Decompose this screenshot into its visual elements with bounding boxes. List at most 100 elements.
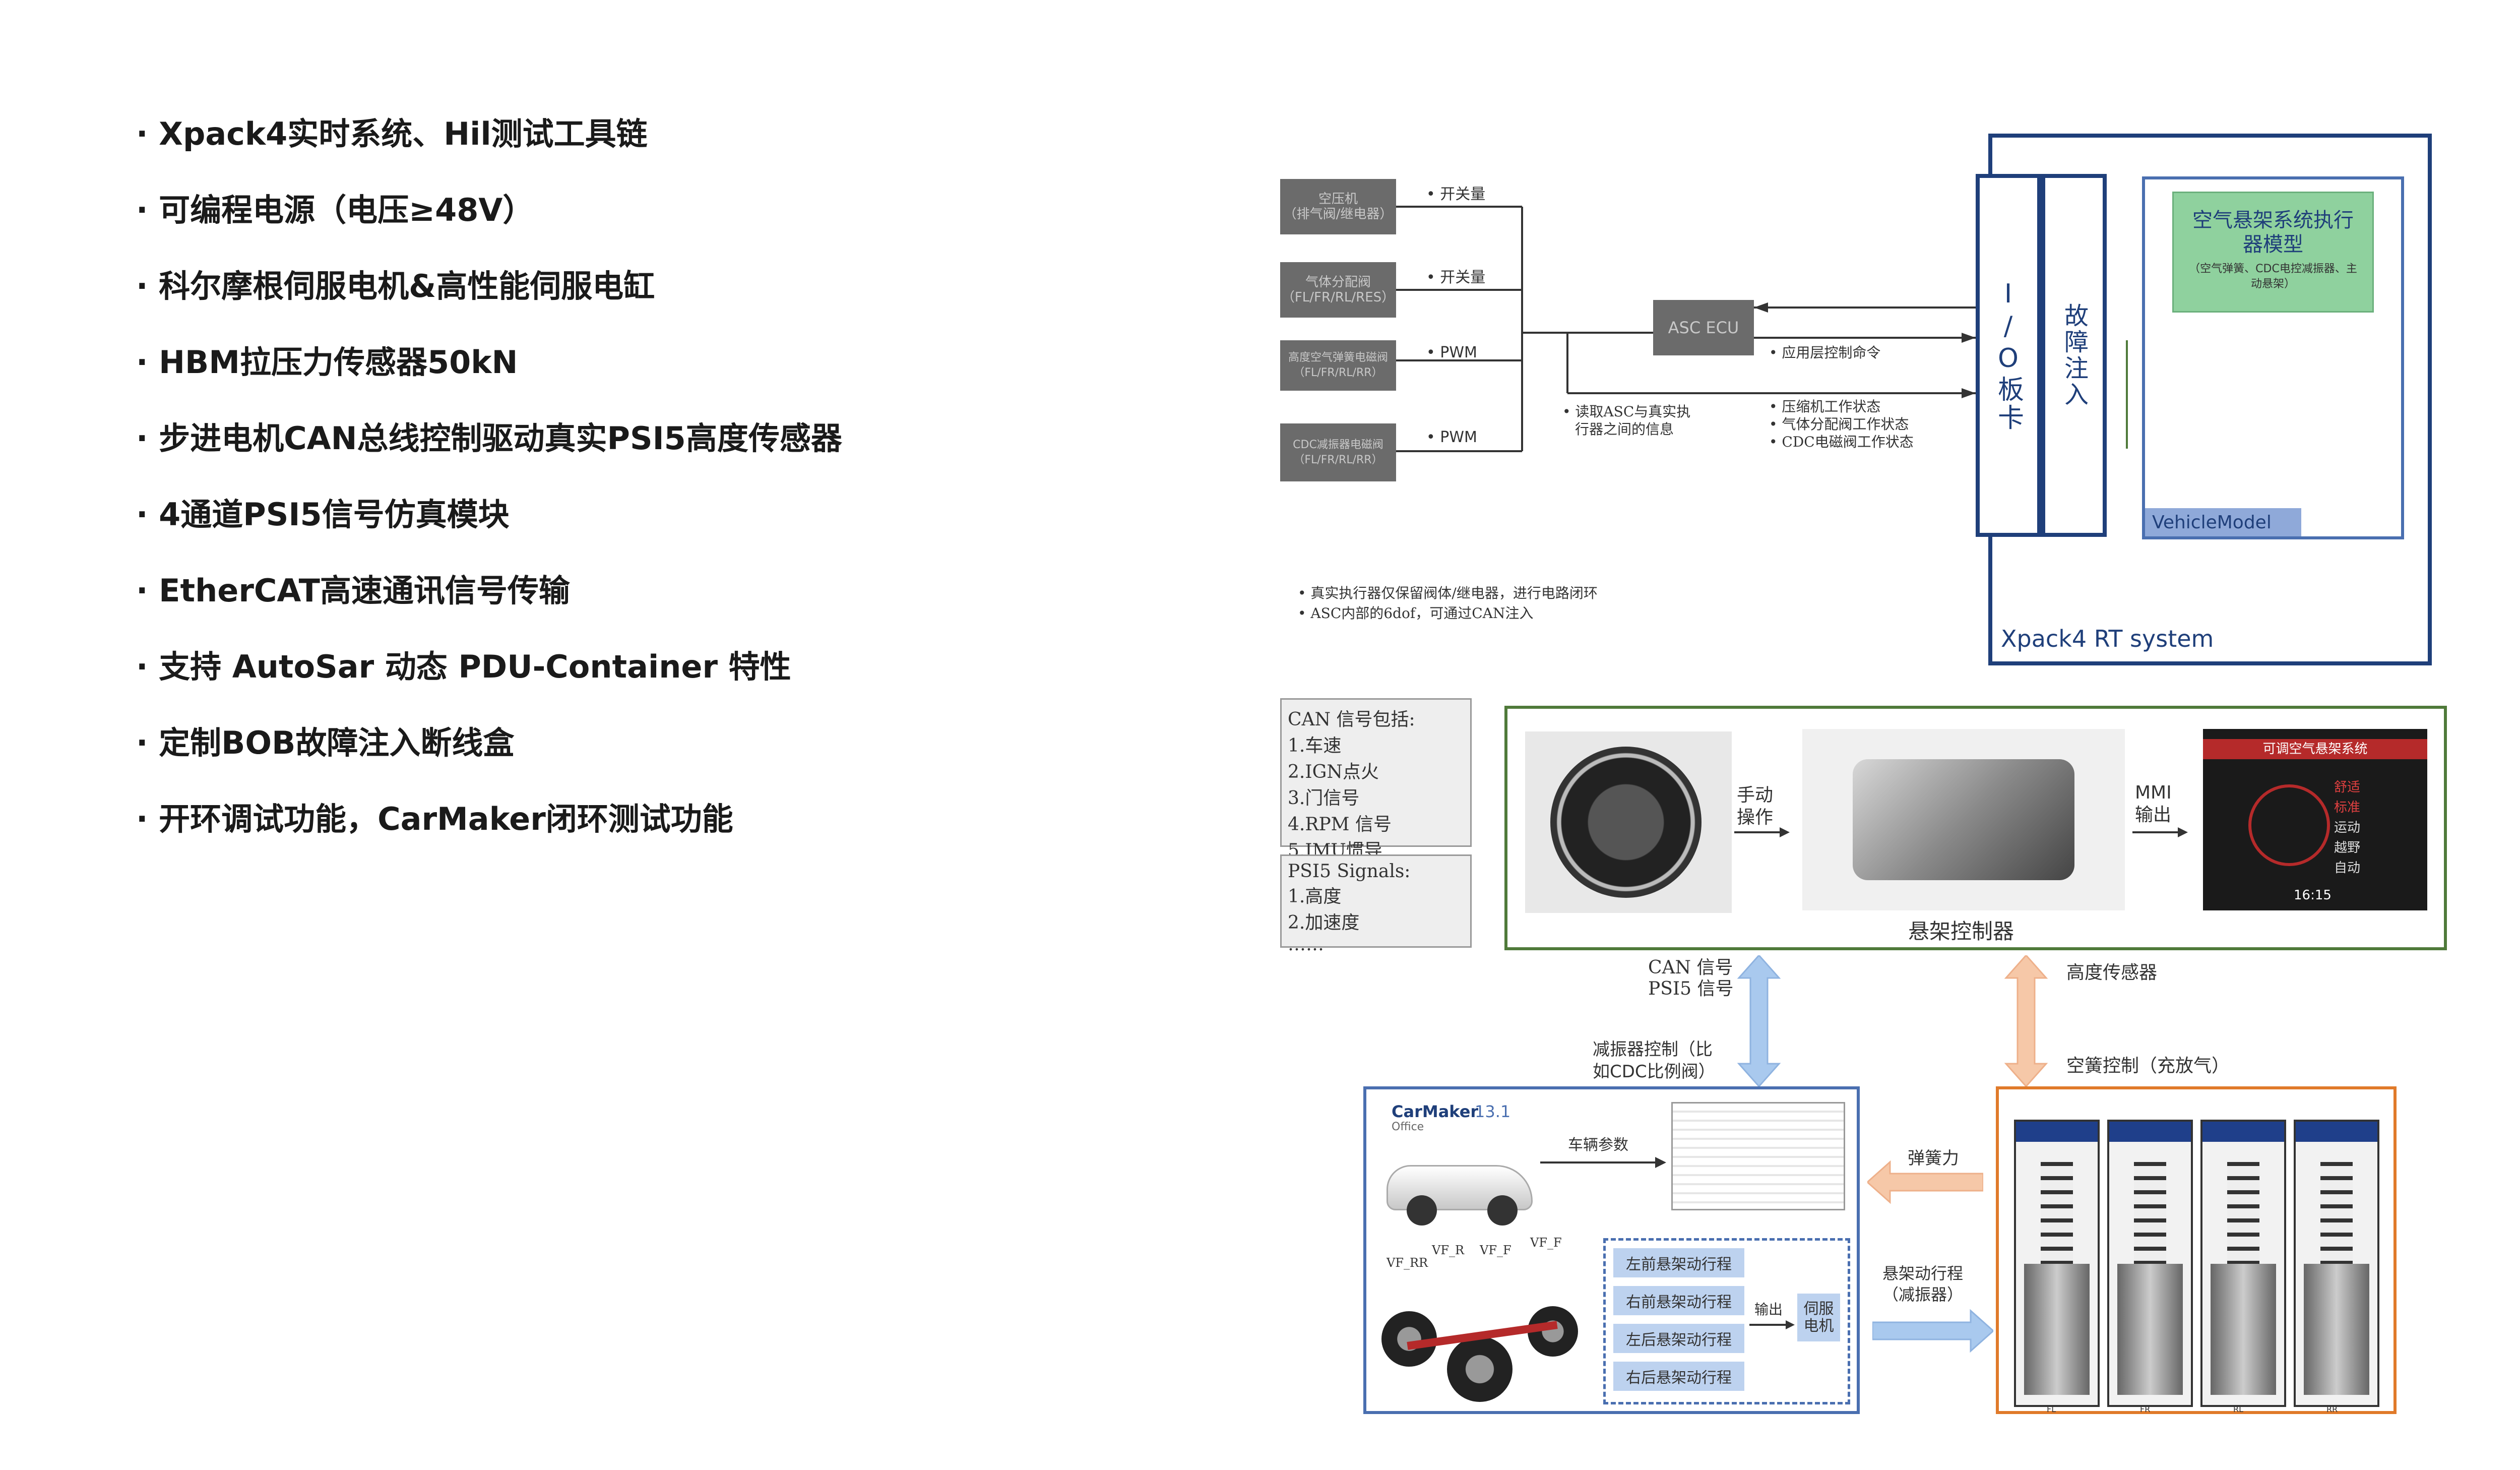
can-item: 3.门信号 [1288,788,1360,809]
travel-row: 左后悬架动行程 [1613,1324,1744,1353]
rig-label: RR [2326,1404,2338,1414]
actuator-compressor: 空压机 （排气阀/继电器） [1280,179,1396,234]
rig-unit [2107,1120,2193,1407]
travel-row: 左前悬架动行程 [1613,1248,1744,1277]
spring-force-label: 弹簧力 [1908,1148,1959,1169]
screen-item: 运动 [2334,820,2361,835]
signal-tag: • 开关量 [1426,269,1486,286]
vehicle-params-label: 车辆参数 [1568,1136,1628,1154]
hil-architecture-diagram: 空压机 （排气阀/继电器） 气体分配阀 （FL/FR/RL/RES） 高度空气弹… [1280,126,2449,665]
controller-icon [1853,759,2074,880]
cylinder-icon [2024,1264,2090,1395]
rig-label: FL [2047,1404,2056,1414]
screen-item: 越野 [2334,840,2361,855]
psi-item: …… [1288,934,1324,955]
actuator-model-box: 空气悬架系统执行器模型 （空气弹簧、CDC电控减振器、主动悬架） [2172,192,2374,313]
controller-frame: 手动 操作 悬架控制器 MMI 输出 可调空气悬架系统 舒适 标准 运动 越野 … [1504,706,2447,950]
asc-ecu-box: ASC ECU [1653,300,1754,355]
height-sensor-label: 高度传感器 [2066,962,2158,983]
arrow-icon [1734,827,1790,837]
screen-time: 16:15 [2294,888,2332,903]
rig-cap [2109,1122,2191,1142]
screen-item: 标准 [2334,800,2361,815]
cylinder-icon [2211,1264,2276,1395]
travel-row: 右后悬架动行程 [1613,1362,1744,1391]
vehicle-model-tag: VehicleModel [2145,508,2301,536]
height-sensor-arrow [2004,955,2048,1086]
signal-tag: • PWM [1426,344,1477,361]
signal-tag: • 开关量 [1426,186,1486,203]
can-item: 4.RPM 信号 [1288,814,1392,835]
can-signal-box: CAN 信号包括: 1.车速 2.IGN点火 3.门信号 4.RPM 信号 5.… [1280,698,1472,861]
carmaker-office: Office [1392,1121,1424,1133]
feature-item: · 步进电机CAN总线控制驱动真实PSI5高度传感器 [136,420,842,457]
vf-label: VF_F [1480,1243,1511,1257]
io-card-box: I/O板卡 [1976,174,2041,537]
asc-ecu-label: ASC ECU [1668,318,1739,337]
knob-photo [1525,731,1732,913]
can-signal-label: CAN 信号 [1648,957,1733,978]
mmi-out-label: MMI 输出 [2135,782,2172,825]
car-image [1387,1140,1533,1226]
rig-unit [2200,1120,2286,1407]
carmaker-version: 13.1 [1475,1102,1511,1121]
state-label: • CDC电磁阀工作状态 [1769,434,1914,450]
screen-item: 自动 [2334,861,2361,876]
state-label: • 压缩机工作状态 [1769,398,1881,415]
screen-title: 可调空气悬架系统 [2203,739,2427,759]
note-line: • 真实执行器仅保留阀体/继电器，进行电路闭环 [1298,585,1598,601]
actuator-label: CDC减振器电磁阀 （FL/FR/RL/RR） [1293,438,1383,466]
state-label: • 气体分配阀工作状态 [1769,416,1909,433]
cylinder-icon [2117,1264,2183,1395]
read-note: 行器之间的信息 [1575,421,1674,438]
actuator-label: 气体分配阀 （FL/FR/RL/RES） [1281,275,1395,305]
io-card-label: I/O板卡 [1993,279,2024,432]
arrow-icon [1540,1157,1666,1168]
rig-unit [2294,1120,2379,1407]
arrow-icon [2132,827,2188,837]
fault-injection-box: 故障注入 [2041,174,2107,537]
feature-item: · 科尔摩根伺服电机&高性能伺服电缸 [136,268,655,304]
can-psi-arrow [1737,955,1781,1086]
test-rig-frame: FL FR RL RR [1996,1086,2397,1414]
servo-motor-box: 伺服 电机 [1797,1294,1840,1341]
screen-item: 舒适 [2334,780,2361,795]
knob-icon [1550,747,1702,898]
psi5-signal-box: PSI5 Signals: 1.高度 2.加速度 …… [1280,854,1472,955]
travel-row: 右前悬架动行程 [1613,1286,1744,1315]
can-item: 2.IGN点火 [1288,762,1379,782]
vf-label: VF_F [1530,1236,1562,1250]
psi-item: 2.加速度 [1288,912,1360,933]
susp-travel-arrow [1872,1309,1993,1353]
rig-cap [2202,1122,2284,1142]
rig-unit [2014,1120,2100,1407]
actuator-height-valve: 高度空气弹簧电磁阀 （FL/FR/RL/RR） [1280,340,1396,391]
feature-item: · HBM拉压力传感器50kN [136,344,518,381]
feature-list: · Xpack4实时系统、Hil测试工具链 · 可编程电源（电压≥48V） · … [136,116,1194,877]
psi-title: PSI5 Signals: [1288,861,1411,882]
app-cmd-label: • 应用层控制命令 [1769,344,1881,361]
can-title: CAN 信号包括: [1288,709,1415,730]
fault-injection-label: 故障注入 [2060,303,2088,408]
rig-label: FR [2140,1404,2151,1414]
rt-system-label: Xpack4 RT system [2001,625,2214,652]
vf-label: VF_RR [1387,1256,1428,1270]
spring-control-label: 空簧控制（充放气） [2066,1056,2230,1076]
rig-cap [2296,1122,2377,1142]
feature-item: · Xpack4实时系统、Hil测试工具链 [136,115,648,152]
vf-label: VF_R [1432,1243,1465,1257]
param-window [1671,1102,1845,1210]
rig-cap [2016,1122,2098,1142]
psi-signal-label: PSI5 信号 [1648,978,1734,999]
vehicle-model-label: VehicleModel [2152,512,2272,533]
wheel-icon [1487,1195,1518,1226]
psi-item: 1.高度 [1288,886,1342,907]
mmi-screen: 可调空气悬架系统 舒适 标准 运动 越野 自动 16:15 [2203,729,2427,910]
feature-item: · 定制BOB故障注入断线盒 [136,724,515,761]
travel-group [1603,1238,1850,1404]
actuator-label: 空压机 （排气阀/继电器） [1283,192,1393,222]
damper-control-label: 减振器控制（比 如CDC比例阀） [1593,1039,1716,1082]
output-label: 输出 [1754,1301,1783,1318]
actuator-distribution-valve: 气体分配阀 （FL/FR/RL/RES） [1280,262,1396,318]
feature-item: · 支持 AutoSar 动态 PDU-Container 特性 [136,648,791,685]
